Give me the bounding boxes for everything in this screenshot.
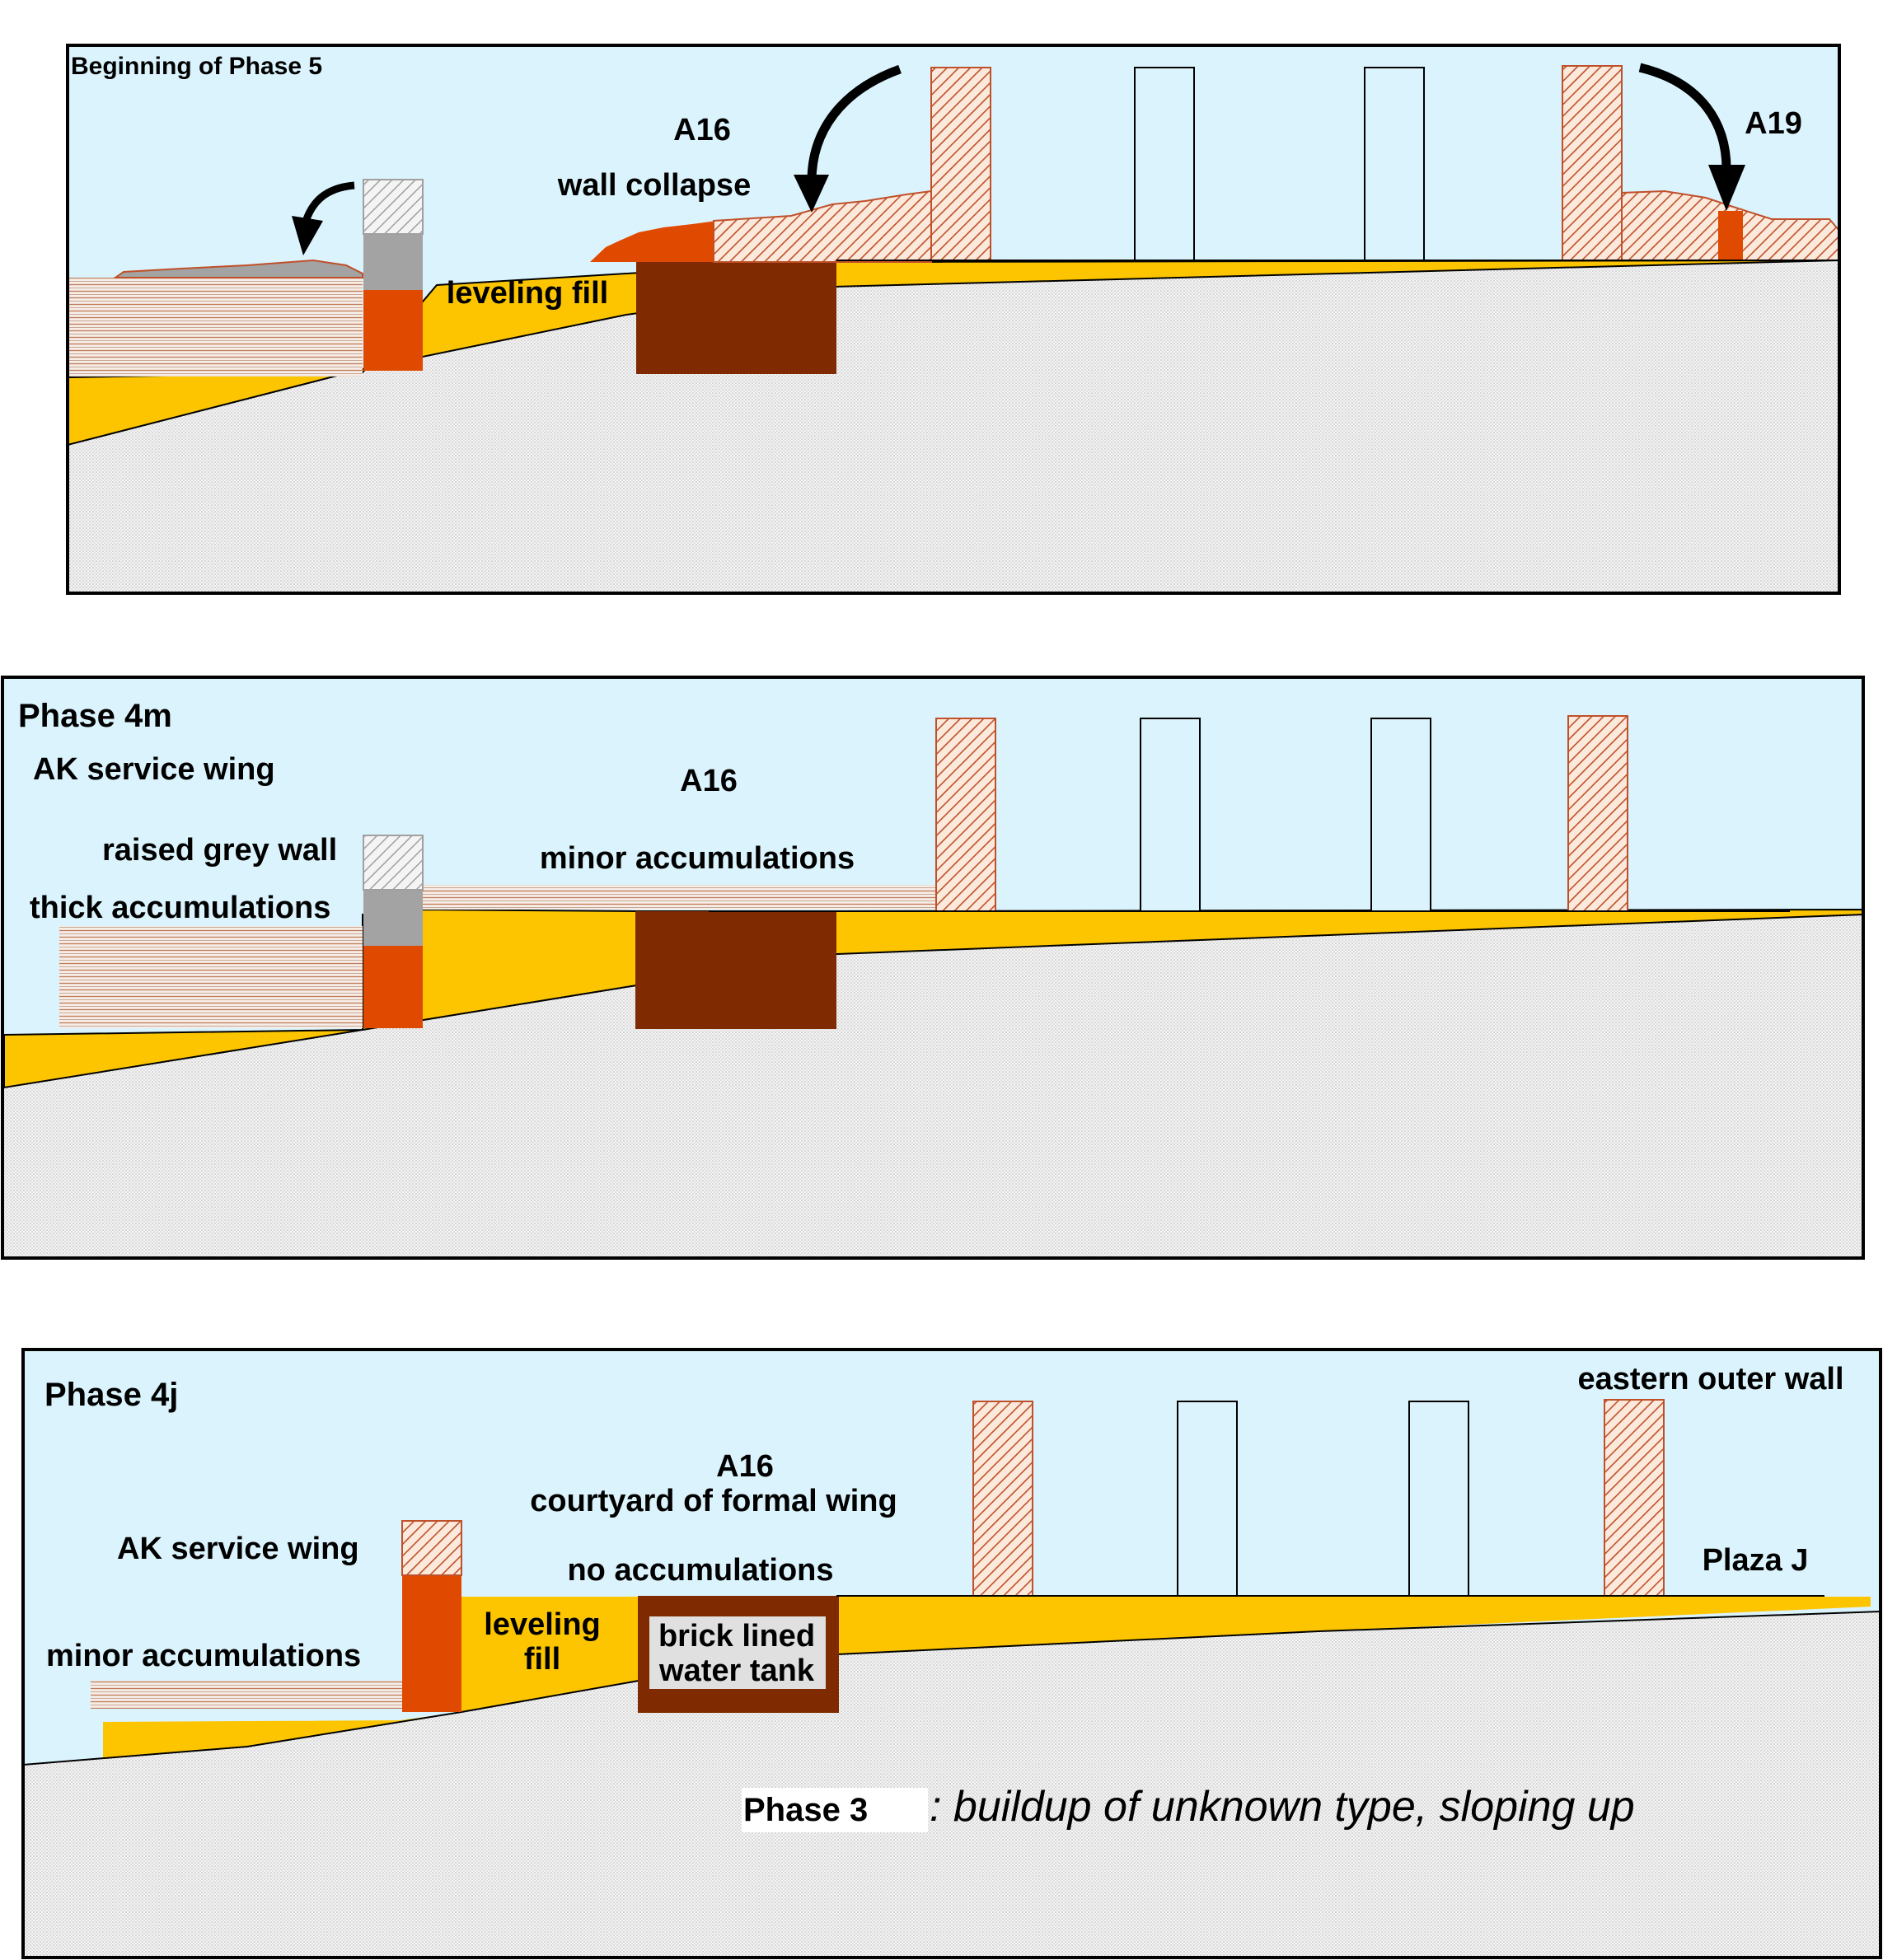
label-brick-lined: brick lined <box>658 1619 815 1654</box>
label-minor-accumulations: minor accumulations <box>46 1639 361 1673</box>
ground-stratum <box>68 260 1839 593</box>
ground-stratum <box>4 915 1863 1258</box>
orange-collapse-debris <box>590 221 717 262</box>
hatched-wall-4 <box>1562 65 1623 261</box>
open-wall-3 <box>1408 1401 1469 1597</box>
hatched-wall-4 <box>1567 715 1628 912</box>
label-a19: A19 <box>1745 106 1802 141</box>
orange-wall-base <box>363 946 423 1028</box>
hatched-wall-1 <box>935 718 996 912</box>
panel-phase5: Beginning of Phase 5 A16 wall collapse A… <box>66 44 1841 595</box>
minor-accumulations <box>91 1681 402 1709</box>
label-minor-accumulations: minor accumulations <box>540 841 855 876</box>
hatched-wall-top <box>401 1520 462 1576</box>
thick-accumulations <box>59 926 363 1028</box>
panel-title: Beginning of Phase 5 <box>71 53 322 80</box>
label-a16: A16 <box>680 764 738 798</box>
leveling-fill-yard <box>460 1597 639 1712</box>
label-thick-accumulations: thick accumulations <box>30 891 330 925</box>
hatched-wall-4 <box>1604 1399 1665 1597</box>
grey-hatched-wall-top <box>363 835 424 891</box>
label-fill: fill <box>524 1642 560 1677</box>
label-a16: A16 <box>716 1449 774 1484</box>
collapse-arrow-a16 <box>807 64 902 182</box>
open-wall-2 <box>1134 67 1195 261</box>
orange-wall-base <box>402 1575 461 1712</box>
open-wall-2 <box>1177 1401 1238 1597</box>
hatched-wall-1 <box>930 67 991 261</box>
grey-wall-middle <box>363 890 423 946</box>
label-leveling-fill: leveling fill <box>447 276 608 311</box>
collapse-arrow-a19-head <box>1708 165 1745 211</box>
open-wall-2 <box>1140 718 1201 912</box>
panel-title: Phase 4j <box>44 1377 178 1413</box>
label-plaza-j: Plaza J <box>1703 1543 1809 1578</box>
legend-text: : buildup of unknown type, sloping up <box>930 1783 1635 1831</box>
label-eastern-outer-wall: eastern outer wall <box>1577 1362 1843 1396</box>
legend-phase3: Phase 3 <box>743 1792 868 1828</box>
leveling-fill-east <box>836 1597 1871 1654</box>
leveling-fill-layer <box>103 1712 461 1759</box>
accumulation-layers <box>68 278 363 377</box>
label-a16: A16 <box>673 113 731 147</box>
label-raised-grey-wall: raised grey wall <box>102 833 337 868</box>
water-tank <box>635 911 836 1029</box>
collapse-arrow-a19 <box>1638 63 1731 170</box>
label-ak-service-wing: AK service wing <box>117 1532 359 1566</box>
legend-swatch <box>742 1788 928 1832</box>
collapse-arrow-left <box>301 181 355 226</box>
label-courtyard: courtyard of formal wing <box>530 1484 897 1518</box>
hatched-wall-1 <box>972 1401 1033 1597</box>
label-water-tank: water tank <box>658 1654 815 1688</box>
panel-frame <box>21 1348 1882 1959</box>
panel-frame <box>66 44 1841 595</box>
label-leveling: leveling <box>484 1607 601 1642</box>
panel-phase4m: Phase 4m AK service wing A16 raised grey… <box>1 676 1865 1260</box>
label-no-accumulations: no accumulations <box>567 1553 833 1588</box>
water-tank <box>636 259 836 374</box>
panel-title: Phase 4m <box>18 698 172 734</box>
orange-wall-a19 <box>1718 211 1743 260</box>
open-wall-3 <box>1370 718 1431 912</box>
panel-frame <box>1 676 1865 1260</box>
label-ak-service-wing: AK service wing <box>33 752 275 787</box>
grey-wall-middle <box>363 234 423 290</box>
panel-phase4j: Phase 4j eastern outer wall A16 courtyar… <box>21 1348 1882 1959</box>
minor-accumulations <box>423 885 935 910</box>
orange-wall-base <box>363 290 423 371</box>
grey-collapse-debris <box>112 259 363 278</box>
open-wall-3 <box>1364 67 1425 261</box>
water-tank-label-bg <box>649 1616 826 1689</box>
ground-stratum <box>23 1612 1881 1958</box>
label-wall-collapse: wall collapse <box>557 168 751 203</box>
collapse-arrow-left-head <box>292 216 323 255</box>
grey-hatched-wall-top <box>363 179 424 235</box>
collapse-arrow-a16-head <box>794 175 829 213</box>
